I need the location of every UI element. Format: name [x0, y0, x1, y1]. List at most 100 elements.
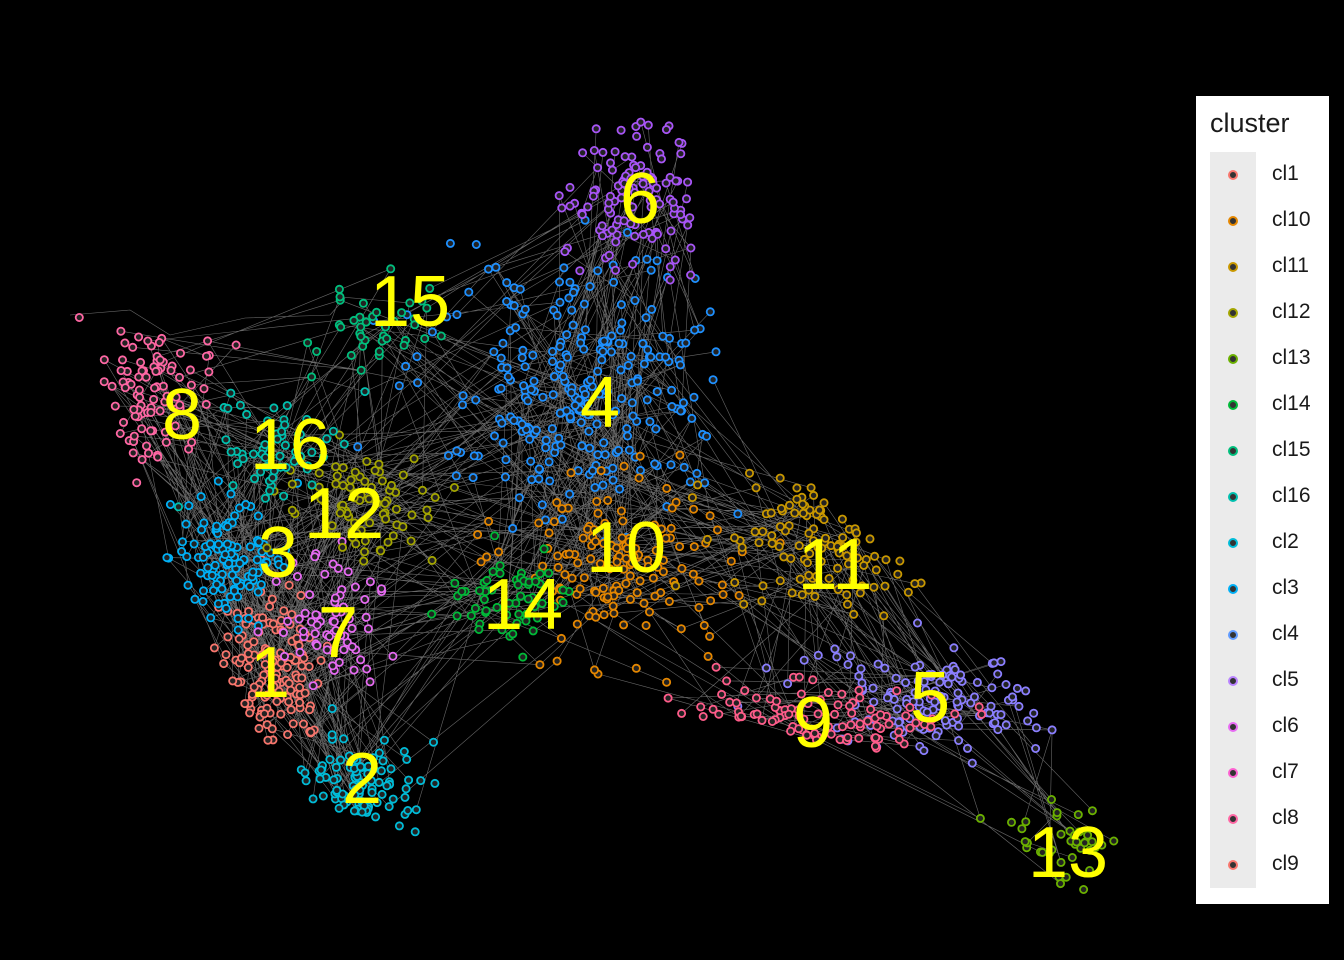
- graph-node-cl7: [294, 614, 304, 624]
- graph-node-cl10: [676, 624, 686, 634]
- graph-node-cl12: [386, 480, 396, 490]
- graph-node-cl6: [668, 197, 678, 207]
- graph-node-cl8: [116, 326, 126, 336]
- graph-node-cl12: [423, 513, 433, 523]
- graph-node-cl10: [649, 520, 659, 530]
- graph-node-cl8: [99, 355, 109, 365]
- graph-node-cl6: [583, 202, 593, 212]
- graph-node-cl4: [652, 256, 662, 266]
- graph-node-cl7: [360, 595, 370, 605]
- graph-node-cl4: [616, 300, 626, 310]
- graph-node-cl12: [349, 493, 359, 503]
- graph-node-cl4: [413, 378, 423, 388]
- graph-node-cl8: [170, 421, 180, 431]
- graph-node-cl4: [702, 431, 712, 441]
- graph-node-cl1: [268, 619, 278, 629]
- graph-node-cl14: [532, 613, 542, 623]
- graph-node-cl1: [295, 698, 305, 708]
- graph-node-cl4: [667, 385, 677, 395]
- graph-node-cl14: [497, 625, 507, 635]
- graph-node-cl5: [1014, 701, 1024, 711]
- cluster-label-15: 15: [370, 262, 450, 342]
- graph-node-cl6: [591, 124, 601, 134]
- graph-node-cl16: [295, 429, 305, 439]
- graph-node-cl9: [911, 718, 921, 728]
- graph-node-cl11: [797, 590, 807, 600]
- graph-node-cl4: [557, 514, 567, 524]
- graph-node-cl9: [772, 696, 782, 706]
- legend-key-point-icon: [1228, 170, 1238, 180]
- graph-node-cl5: [1007, 692, 1017, 702]
- graph-node-cl11: [881, 555, 891, 565]
- graph-node-cl11: [838, 533, 848, 543]
- graph-node-cl1: [257, 650, 267, 660]
- graph-node-cl8: [153, 452, 163, 462]
- graph-node-cl11: [834, 548, 844, 558]
- graph-node-cl4: [597, 355, 607, 365]
- graph-node-cl5: [892, 704, 902, 714]
- graph-node-cl8: [186, 380, 196, 390]
- graph-node-cl4: [592, 419, 602, 429]
- graph-node-cl4: [705, 307, 715, 317]
- graph-node-cl11: [880, 581, 890, 591]
- graph-node-cl3: [233, 625, 243, 635]
- graph-node-cl7: [322, 645, 332, 655]
- legend-key-point-icon: [1228, 446, 1238, 456]
- graph-node-cl4: [614, 338, 624, 348]
- graph-node-cl12: [449, 482, 459, 492]
- graph-node-cl4: [651, 424, 661, 434]
- graph-node-cl11: [844, 559, 854, 569]
- graph-node-cl8: [128, 342, 138, 352]
- graph-node-cl13: [1061, 872, 1071, 882]
- graph-node-cl5: [954, 736, 964, 746]
- graph-node-cl1: [284, 697, 294, 707]
- graph-node-cl5: [783, 679, 793, 689]
- graph-node-cl4: [515, 284, 525, 294]
- graph-node-cl6: [593, 163, 603, 173]
- graph-node-cl6: [683, 220, 693, 230]
- graph-node-cl10: [552, 497, 562, 507]
- graph-node-cl13: [1097, 840, 1107, 850]
- graph-node-cl5: [993, 669, 1003, 679]
- graph-node-cl13: [1089, 843, 1099, 853]
- graph-node-cl8: [187, 437, 197, 447]
- graph-node-cl2: [403, 806, 413, 816]
- graph-node-cl4: [451, 471, 461, 481]
- graph-node-cl3: [220, 550, 230, 560]
- graph-node-cl10: [662, 677, 672, 687]
- graph-node-cl4: [394, 381, 404, 391]
- graph-node-cl12: [388, 531, 398, 541]
- graph-node-cl4: [401, 361, 411, 371]
- graph-node-cl4: [617, 318, 627, 328]
- graph-node-cl6: [652, 183, 662, 193]
- graph-node-cl10: [658, 555, 668, 565]
- graph-node-cl4: [483, 264, 493, 274]
- graph-node-cl4: [590, 482, 600, 492]
- graph-node-cl6: [682, 194, 692, 204]
- graph-node-cl5: [913, 676, 923, 686]
- graph-node-cl5: [761, 663, 771, 673]
- graph-node-cl12: [350, 518, 360, 528]
- graph-node-cl8: [134, 372, 144, 382]
- graph-node-cl5: [868, 683, 878, 693]
- graph-node-cl16: [226, 447, 236, 457]
- graph-node-cl14: [558, 585, 568, 595]
- graph-node-cl16: [282, 401, 292, 411]
- graph-node-cl9: [794, 672, 804, 682]
- graph-node-cl15: [349, 315, 359, 325]
- graph-node-cl1: [244, 606, 254, 616]
- graph-node-cl11: [671, 581, 681, 591]
- graph-node-cl16: [238, 454, 248, 464]
- graph-node-cl7: [310, 629, 320, 639]
- graph-node-cl4: [520, 362, 530, 372]
- graph-node-cl4: [608, 475, 618, 485]
- graph-node-cl4: [569, 287, 579, 297]
- graph-node-cl14: [528, 626, 538, 636]
- graph-node-cl5: [970, 692, 980, 702]
- graph-node-cl6: [644, 186, 654, 196]
- graph-node-cl10: [599, 610, 609, 620]
- graph-node-cl7: [308, 681, 318, 691]
- graph-node-cl4: [548, 346, 558, 356]
- graph-node-cl11: [693, 480, 703, 490]
